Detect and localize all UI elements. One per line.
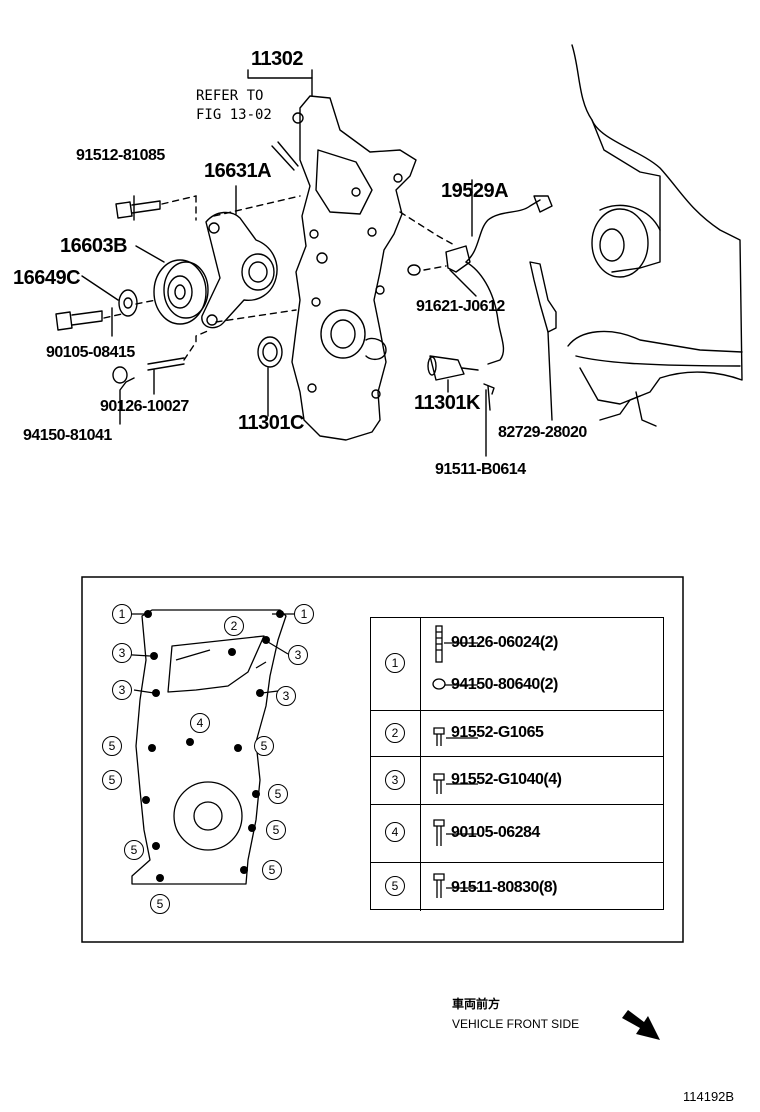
bolt-icon [433, 727, 445, 746]
figure-id: 114192B [683, 1089, 735, 1104]
sensor-wire [465, 199, 541, 263]
callout-11301K: 11301K [414, 392, 480, 414]
legend-part-number: 90105-06284 [451, 824, 540, 841]
callout-16603B: 16603B [60, 235, 128, 257]
bolt-marker: 5 [262, 860, 282, 880]
bolt-marker: 5 [268, 784, 288, 804]
bolt-legend-table: 1 90126-06024(2) 94150-80640(2) 2 91552-… [370, 617, 664, 911]
callout-16649C: 16649C [13, 267, 81, 289]
bolt-marker: 1 [294, 604, 314, 624]
callout-90126-10027: 90126-10027 [100, 398, 189, 415]
bolt-marker: 5 [124, 840, 144, 860]
legend-part-number: 91552-G1065 [451, 724, 544, 741]
legend-part-number: 91552-G1040(4) [451, 771, 562, 788]
callout-bracket [247, 69, 313, 79]
legend-part-number: 90126-06024(2) [451, 634, 558, 651]
legend-row: 5 91511-80830(8) [371, 862, 663, 911]
legend-row: 1 90126-06024(2) 94150-80640(2) [371, 618, 663, 710]
legend-part-number: 91511-80830(8) [451, 879, 557, 896]
callout-82729-28020: 82729-28020 [498, 424, 587, 441]
direction-label-en: VEHICLE FRONT SIDE [452, 1017, 580, 1031]
bolt-marker: 5 [102, 770, 122, 790]
bolt-marker: 5 [254, 736, 274, 756]
crank-sensor [429, 355, 465, 381]
refer-line-2: FIG 13-02 [196, 107, 272, 123]
bolt-marker: 5 [102, 736, 122, 756]
idler-bracket [201, 211, 278, 329]
legend-row: 3 91552-G1040(4) [371, 756, 663, 804]
bolt-marker: 3 [112, 680, 132, 700]
legend-row: 2 91552-G1065 [371, 710, 663, 756]
callout-16631A: 16631A [204, 160, 272, 182]
callout-11302: 11302 [251, 48, 304, 70]
bolt-map-frame [81, 576, 684, 943]
callout-91511-B0614: 91511-B0614 [435, 461, 526, 478]
bolt-marker: 2 [224, 616, 244, 636]
legend-key-badge: 4 [385, 822, 405, 842]
bolt-marker: 4 [190, 713, 210, 733]
cover-outline [131, 609, 287, 885]
wire-clamp [529, 261, 557, 333]
bolt-marker: 5 [266, 820, 286, 840]
oil-seal [257, 336, 283, 368]
refer-line-1: REFER TO [196, 88, 264, 104]
callout-94150-81041: 94150-81041 [23, 427, 112, 444]
direction-arrow-icon [622, 1010, 660, 1040]
bolt-icon-2 [433, 773, 445, 794]
callout-11301C: 11301C [238, 412, 304, 434]
idler-pulley [153, 259, 207, 325]
callout-19529A: 19529A [441, 180, 509, 202]
sensor-bracket [445, 245, 471, 273]
callout-91512-81085: 91512-81085 [76, 147, 165, 164]
bolt-icon-3 [433, 819, 445, 846]
bolt-icon-4 [433, 873, 445, 898]
timing-chain-cover [291, 95, 417, 441]
legend-key-badge: 3 [385, 770, 405, 790]
callout-91621-J0612: 91621-J0612 [416, 298, 505, 315]
callout-90105-08415: 90105-08415 [46, 344, 135, 361]
bolt-marker: 3 [112, 643, 132, 663]
legend-key-badge: 1 [385, 653, 405, 673]
bolt-marker: 3 [276, 686, 296, 706]
bolt-marker: 1 [112, 604, 132, 624]
legend-key-badge: 5 [385, 876, 405, 896]
direction-label-jp: 車両前方 [452, 997, 501, 1011]
bolt-marker: 3 [288, 645, 308, 665]
legend-row: 4 90105-06284 [371, 804, 663, 862]
legend-key-badge: 2 [385, 723, 405, 743]
washer [118, 289, 138, 317]
nut-icon [432, 678, 446, 690]
bolt-marker: 5 [150, 894, 170, 914]
legend-part-number: 94150-80640(2) [451, 676, 558, 693]
